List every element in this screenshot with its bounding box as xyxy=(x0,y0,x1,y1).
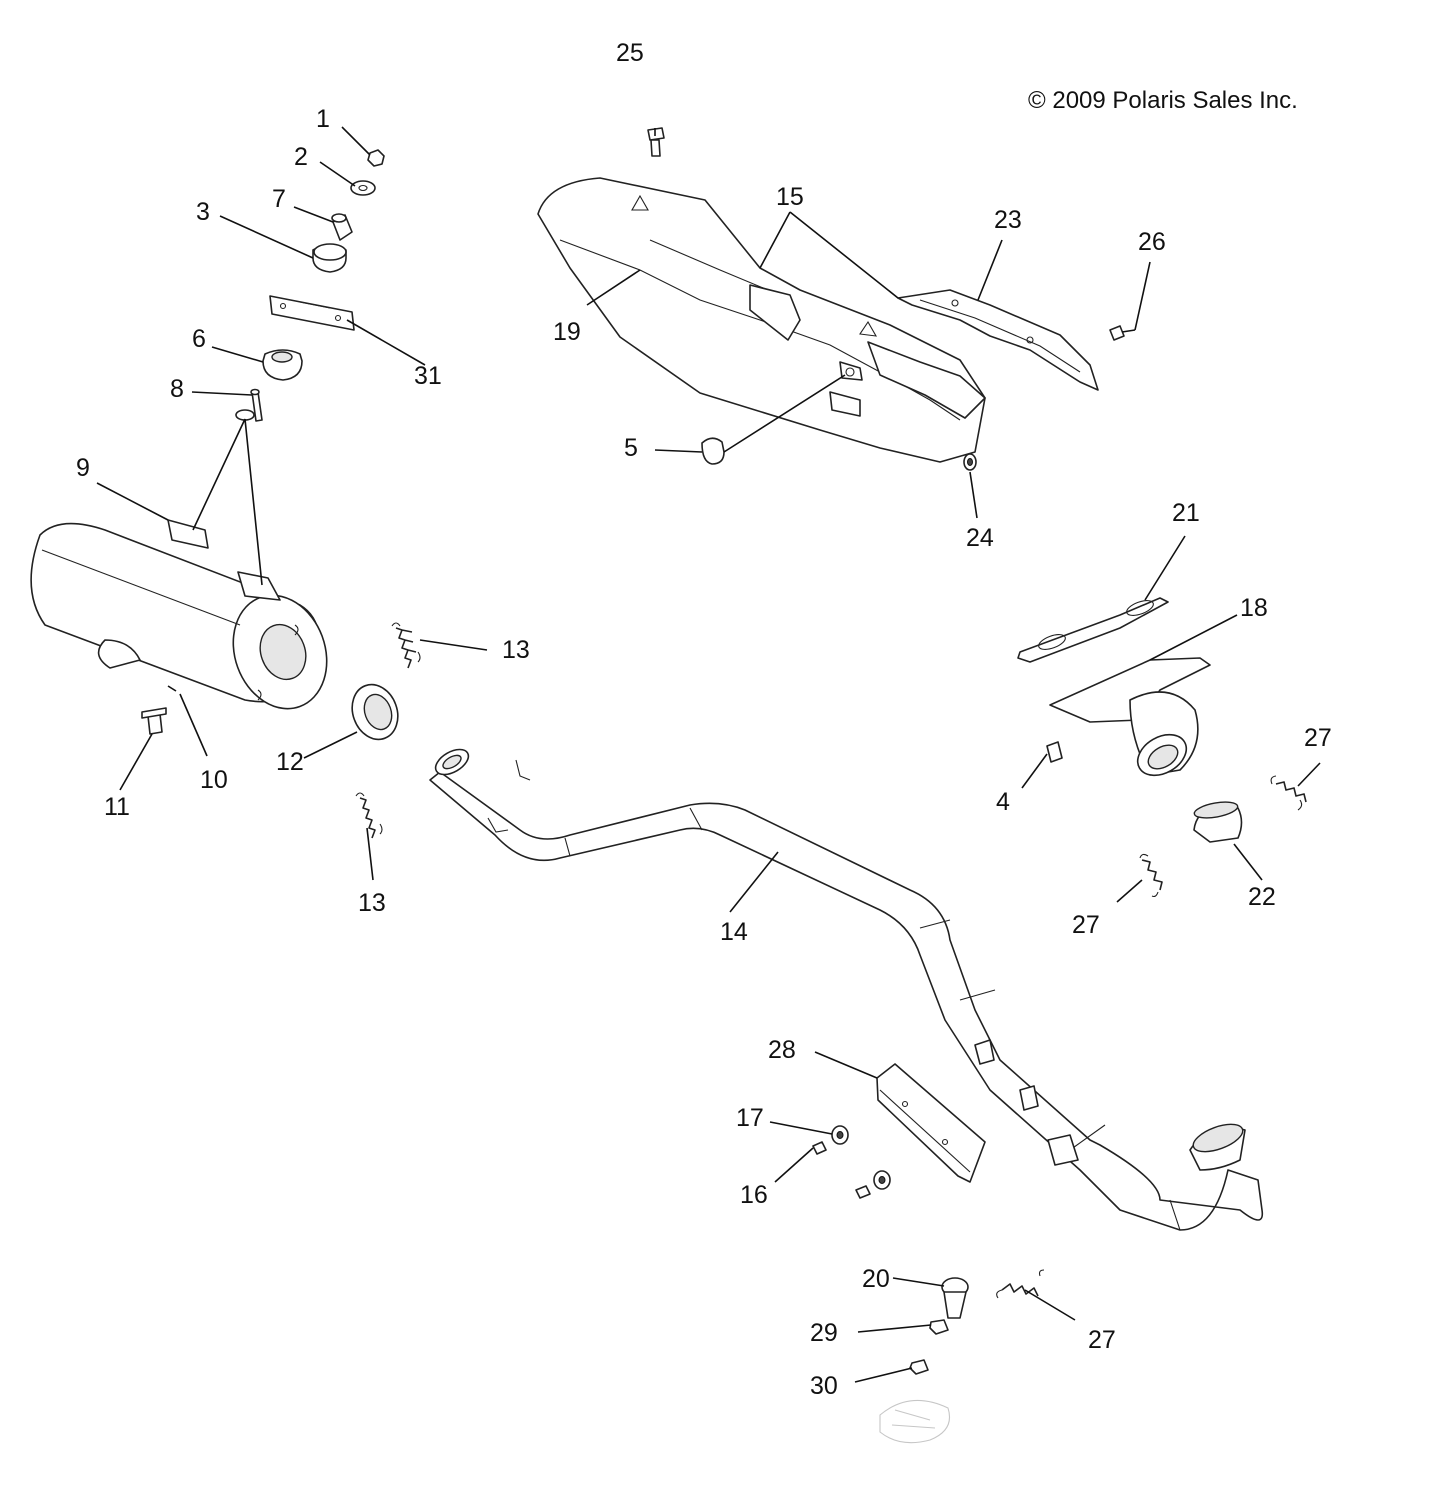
callout-8: 8 xyxy=(170,375,184,403)
hardware-bolt-11 xyxy=(141,707,167,735)
callout-31: 31 xyxy=(414,362,442,390)
callout-13-upper: 13 xyxy=(502,636,530,664)
callout-15: 15 xyxy=(776,183,804,211)
callout-11: 11 xyxy=(104,793,130,821)
hardware-stud-4 xyxy=(1046,741,1063,763)
callout-13-lower: 13 xyxy=(358,889,386,917)
hardware-sleeve-7 xyxy=(331,213,353,241)
exhaust-seal-22 xyxy=(1193,801,1243,843)
leader-lines xyxy=(96,126,1321,1383)
logo-watermark xyxy=(879,1399,951,1444)
callout-25: 25 xyxy=(616,39,644,67)
callout-23: 23 xyxy=(994,206,1022,234)
callout-3: 3 xyxy=(196,198,210,226)
spring-13-lower xyxy=(355,792,383,839)
callout-24: 24 xyxy=(966,524,994,552)
callout-21: 21 xyxy=(1172,499,1200,527)
exhaust-seal-12 xyxy=(351,683,399,741)
hardware-pin-10 xyxy=(167,685,177,692)
callout-28: 28 xyxy=(768,1036,796,1064)
callout-6: 6 xyxy=(192,325,206,353)
bracket-plate-31 xyxy=(269,295,355,331)
callout-1: 1 xyxy=(316,105,330,133)
callout-18: 18 xyxy=(1240,594,1268,622)
heat-shield-part xyxy=(537,177,986,463)
hardware-washer-17 xyxy=(831,1125,849,1145)
callout-29: 29 xyxy=(810,1319,838,1347)
callout-27-upper: 27 xyxy=(1304,724,1332,752)
callout-26: 26 xyxy=(1138,228,1166,256)
callout-9: 9 xyxy=(76,454,90,482)
copyright-notice: © 2009 Polaris Sales Inc. xyxy=(1028,87,1298,114)
hardware-washer-extra xyxy=(855,1170,891,1199)
hardware-washer-24 xyxy=(963,453,977,471)
heat-shield-23 xyxy=(897,289,1099,391)
spring-27-lower xyxy=(996,1269,1045,1299)
hardware-nut-1 xyxy=(367,149,385,167)
callout-5: 5 xyxy=(624,434,638,462)
hardware-pin-20 xyxy=(941,1277,969,1319)
callout-27-lower: 27 xyxy=(1088,1326,1116,1354)
hardware-bolt-16 xyxy=(812,1141,827,1155)
hardware-bolt-8 xyxy=(235,388,263,422)
hardware-washer-2 xyxy=(350,180,376,196)
callout-2: 2 xyxy=(294,143,308,171)
hardware-grommet-6 xyxy=(262,349,303,381)
head-pipe-flange-18 xyxy=(1049,657,1211,777)
callout-12: 12 xyxy=(276,748,304,776)
hardware-nut-30 xyxy=(909,1359,929,1375)
callout-10: 10 xyxy=(200,766,228,794)
spring-27-upper xyxy=(1270,775,1307,811)
spring-27-middle xyxy=(1139,853,1163,898)
muffler-part xyxy=(30,519,328,710)
exhaust-pipe-part xyxy=(429,748,1264,1231)
hardware-bolt-25 xyxy=(647,127,665,157)
callout-16: 16 xyxy=(740,1181,768,1209)
callout-4: 4 xyxy=(996,788,1010,816)
callout-20: 20 xyxy=(862,1265,890,1293)
callout-27-middle: 27 xyxy=(1072,911,1100,939)
gasket-21 xyxy=(1017,597,1169,663)
callout-19: 19 xyxy=(553,318,581,346)
hardware-plug-5 xyxy=(701,437,725,465)
callout-30: 30 xyxy=(810,1372,838,1400)
spring-13-upper xyxy=(391,622,421,669)
callout-22: 22 xyxy=(1248,883,1276,911)
hardware-grommet-3 xyxy=(312,243,347,273)
callout-14: 14 xyxy=(720,918,748,946)
callouts: 1 2 3 4 5 6 7 8 9 10 11 12 13 13 14 15 1… xyxy=(76,39,1332,1400)
callout-17: 17 xyxy=(736,1104,764,1132)
pipe-heat-shield-28 xyxy=(876,1063,986,1183)
hardware-nut-29 xyxy=(929,1319,949,1335)
callout-7: 7 xyxy=(272,185,286,213)
hardware-screw-26 xyxy=(1109,325,1136,341)
